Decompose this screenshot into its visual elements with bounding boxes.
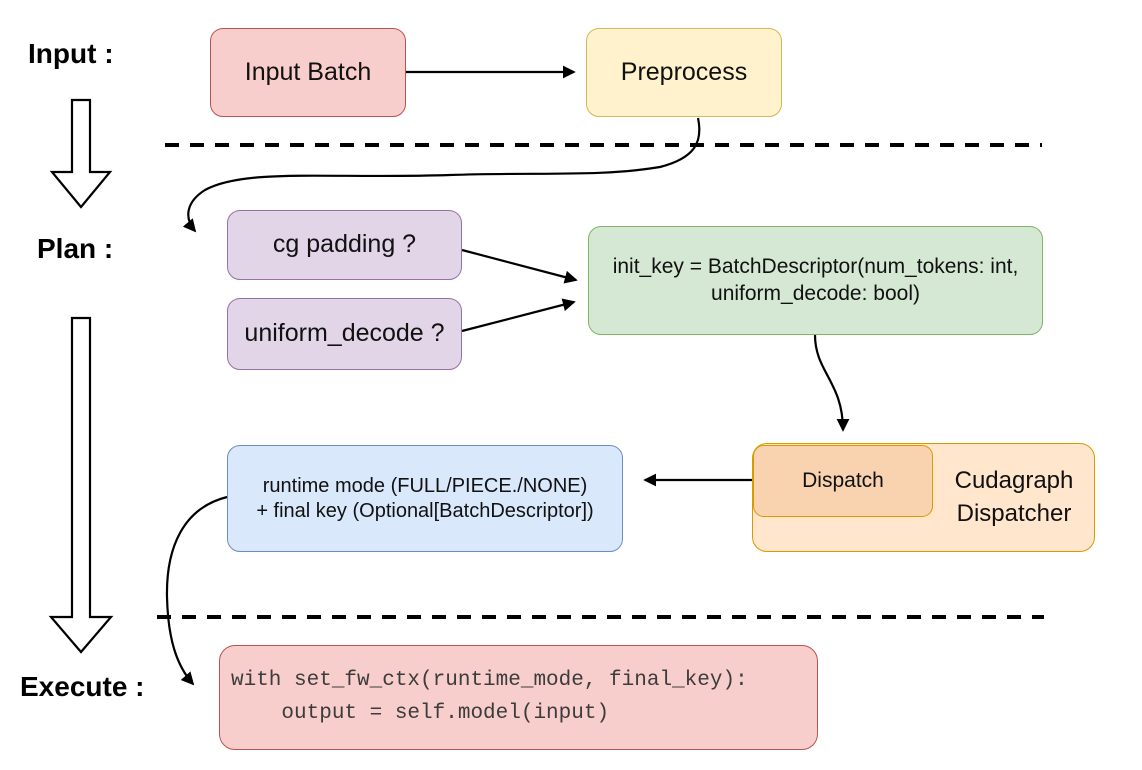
node-preprocess: Preprocess [586,28,782,117]
node-execute-code: with set_fw_ctx(runtime_mode, final_key)… [219,645,818,750]
cudagraph-label-line2: Dispatcher [956,499,1072,527]
node-uniform-decode-label: uniform_decode ? [244,319,445,348]
stage-label-input: Input : [28,38,114,69]
node-init-key: init_key = BatchDescriptor(num_tokens: i… [588,226,1043,335]
cudagraph-label-line1: Cudagraph [954,467,1074,495]
node-uniform-decode: uniform_decode ? [227,298,462,370]
node-cudagraph-dispatcher-label: Cudagraph Dispatcher [933,443,1095,552]
connector-preprocess-to-cg-padding [182,117,701,233]
node-runtime-mode-line2: + final key (Optional[BatchDescriptor]) [256,499,594,522]
node-dispatch-label: Dispatch [802,468,884,492]
stage-arrow-plan-to-execute [48,316,114,654]
node-preprocess-label: Preprocess [620,57,748,86]
node-input-batch-label: Input Batch [244,57,372,86]
node-cg-padding-label: cg padding ? [272,230,417,259]
stage-label-plan: Plan : [37,233,114,264]
node-runtime-mode: runtime mode (FULL/PIECE./NONE) + final … [227,445,623,552]
arrow-uniform-decode-to-init-key [461,298,576,333]
arrow-cg-padding-to-init-key [461,248,578,284]
node-runtime-mode-line1: runtime mode (FULL/PIECE./NONE) [262,474,588,497]
connector-runtime-mode-to-execute-code [165,495,228,686]
node-dispatch: Dispatch [753,445,933,517]
stage-arrow-input-to-plan [49,98,113,209]
node-cg-padding: cg padding ? [227,210,462,280]
execute-code-line1: with set_fw_ctx(runtime_mode, final_key)… [231,668,748,692]
stage-label-execute: Execute : [20,671,145,702]
node-init-key-line1: init_key = BatchDescriptor(num_tokens: i… [612,255,1019,279]
arrow-init-key-to-dispatch [813,334,850,432]
node-input-batch: Input Batch [210,28,406,117]
execute-code-line2: output = self.model(input) [231,701,610,725]
node-init-key-line2: uniform_decode: bool) [711,281,920,305]
